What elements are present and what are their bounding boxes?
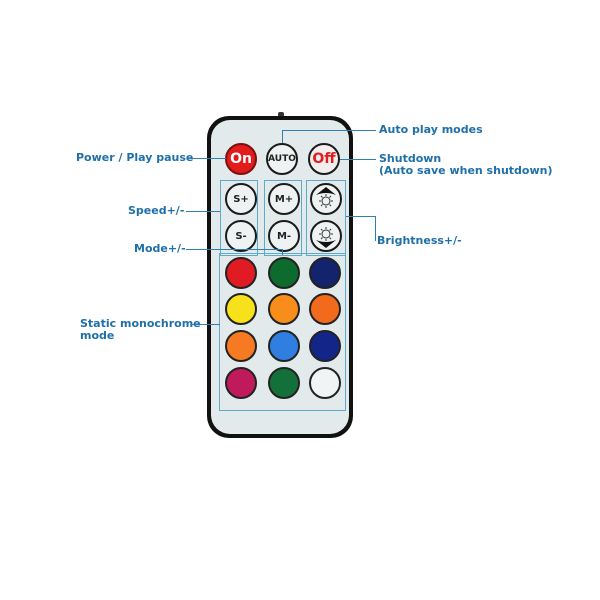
speed-up-label: S+ xyxy=(233,193,249,205)
mode-down-label: M- xyxy=(276,230,292,242)
color-button-green[interactable] xyxy=(268,257,300,289)
brightness-frame xyxy=(306,180,346,256)
brightness-up-button[interactable] xyxy=(310,183,342,215)
auto-button[interactable]: AUTO xyxy=(266,143,298,175)
shutdown-leader-line xyxy=(340,159,376,160)
auto-play-annotation: Auto play modes xyxy=(379,123,483,136)
sun-down-icon xyxy=(316,227,336,248)
off-button[interactable]: Off xyxy=(308,143,340,175)
on-button[interactable]: On xyxy=(225,143,257,175)
color-button-yellow[interactable] xyxy=(225,293,257,325)
speed-up-button[interactable]: S+ xyxy=(225,183,257,215)
speed-annotation: Speed+/- xyxy=(128,204,185,217)
speed-frame xyxy=(220,180,258,256)
color-button-red[interactable] xyxy=(225,257,257,289)
static-mode-annotation-line1: Static monochrome xyxy=(80,317,201,330)
auto-leader-h xyxy=(282,130,376,131)
off-label: Off xyxy=(312,151,336,167)
shutdown-annotation-line2: (Auto save when shutdown) xyxy=(379,164,553,177)
brightness-leader-v xyxy=(375,216,376,241)
color-button-green-2[interactable] xyxy=(268,367,300,399)
speed-down-label: S- xyxy=(235,230,247,242)
mode-annotation: Mode+/- xyxy=(134,242,186,255)
power-leader-line xyxy=(188,158,226,159)
color-button-white[interactable] xyxy=(309,367,341,399)
mode-up-label: M+ xyxy=(274,193,294,205)
color-button-blue[interactable] xyxy=(268,330,300,362)
color-button-orange-2[interactable] xyxy=(225,330,257,362)
mode-leader-v xyxy=(282,249,283,255)
brightness-leader-h xyxy=(346,216,376,217)
auto-label: AUTO xyxy=(268,154,296,164)
mode-down-button[interactable]: M- xyxy=(268,220,300,252)
color-button-navy[interactable] xyxy=(309,257,341,289)
brightness-down-button[interactable] xyxy=(310,220,342,252)
mode-leader-h xyxy=(186,249,282,250)
speed-leader-line xyxy=(186,211,220,212)
sun-up-icon xyxy=(316,187,336,208)
color-button-dark-orange[interactable] xyxy=(309,293,341,325)
mode-up-button[interactable]: M+ xyxy=(268,183,300,215)
shutdown-annotation-line1: Shutdown xyxy=(379,152,442,165)
speed-down-button[interactable]: S- xyxy=(225,220,257,252)
mode-frame xyxy=(264,180,302,256)
static-mode-annotation-line2: mode xyxy=(80,329,115,342)
color-button-dark-blue[interactable] xyxy=(309,330,341,362)
power-annotation: Power / Play pause xyxy=(76,151,194,164)
remote-top-nub xyxy=(278,112,284,117)
static-leader-line xyxy=(190,324,220,325)
on-label: On xyxy=(230,151,252,167)
auto-leader-v xyxy=(282,130,283,143)
color-button-magenta[interactable] xyxy=(225,367,257,399)
brightness-annotation: Brightness+/- xyxy=(377,234,462,247)
color-button-orange[interactable] xyxy=(268,293,300,325)
